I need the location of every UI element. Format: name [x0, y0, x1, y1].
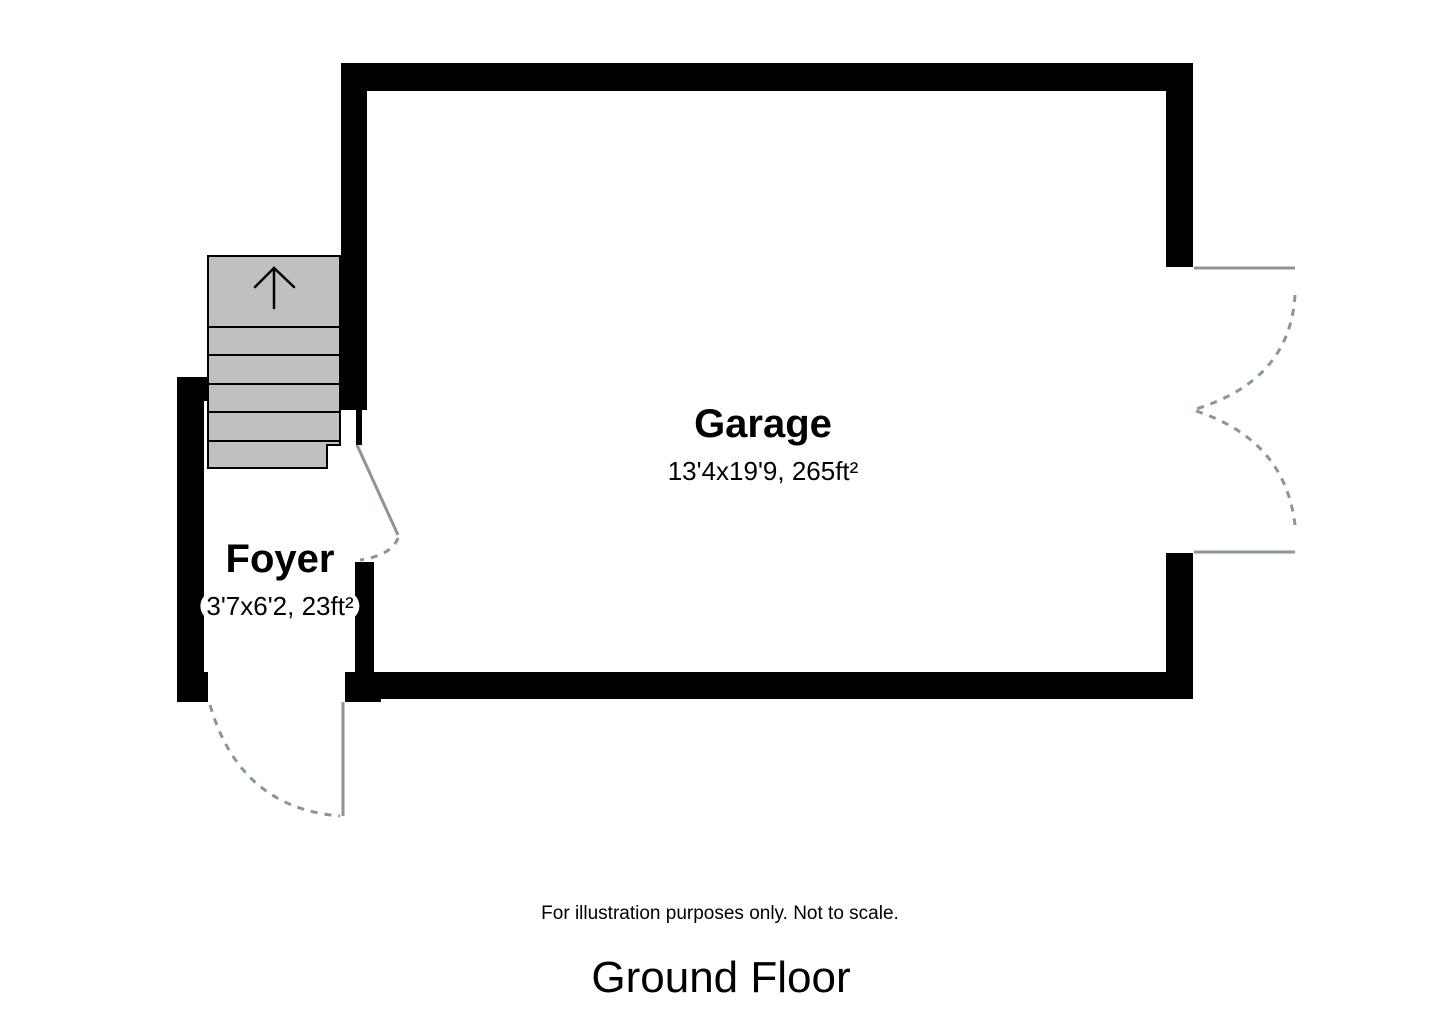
foyer-walls: [177, 377, 209, 702]
foyer-entry-door: [208, 702, 345, 818]
garage-double-door: [1194, 266, 1297, 554]
arrow-up-icon: [253, 266, 296, 310]
stairs: [207, 255, 341, 469]
room-name-garage: Garage: [694, 402, 832, 446]
room-dimensions-foyer: 3'7x6'2, 23ft²: [200, 591, 360, 621]
room-dimensions-garage: 13'4x19'9, 265ft²: [667, 456, 859, 486]
foyer-garage-door: [355, 444, 400, 562]
disclaimer-text: For illustration purposes only. Not to s…: [541, 903, 899, 924]
room-name-foyer: Foyer: [225, 537, 335, 581]
floor-title: Ground Floor: [591, 953, 851, 1002]
garage-walls: [341, 63, 1193, 702]
